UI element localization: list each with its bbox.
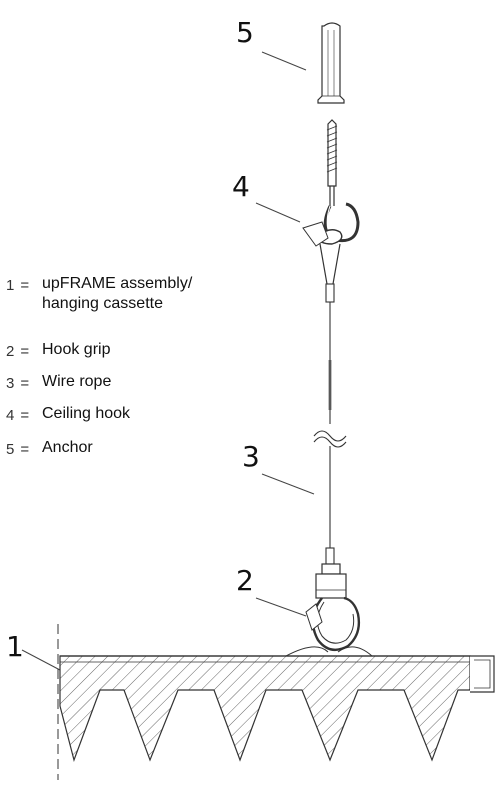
upframe-assembly-drawing <box>57 624 495 780</box>
leader-anchor <box>261 51 307 71</box>
leader-upframe <box>21 649 61 671</box>
legend-label: upFRAME assembly/ hanging cassette <box>42 275 193 312</box>
legend-item-upframe-assembly: 1 = upFRAME assembly/ hanging cassette <box>6 274 242 314</box>
hook-grip-drawing <box>285 563 373 657</box>
legend-equals: = <box>20 441 30 458</box>
callout-hook-grip-number: 2 <box>236 564 254 597</box>
leader-ceiling-hook <box>255 202 301 223</box>
legend-equals: = <box>20 407 30 424</box>
legend-label: Anchor <box>42 439 93 456</box>
legend-label: Wire rope <box>42 373 112 390</box>
leader-wire-rope <box>261 473 315 495</box>
legend-number: 5 <box>6 441 15 458</box>
legend-item-ceiling-hook: 4 = Ceiling hook <box>6 404 242 426</box>
wire-rope-drawing <box>313 283 347 565</box>
legend-equals: = <box>20 277 30 294</box>
legend-item-wire-rope: 3 = Wire rope <box>6 372 242 394</box>
legend-number: 2 <box>6 343 15 360</box>
leader-lines <box>21 51 315 671</box>
legend-label: Hook grip <box>42 341 111 358</box>
callout-wire-rope-number: 3 <box>242 440 260 473</box>
legend-item-anchor: 5 = Anchor <box>6 438 242 460</box>
legend-equals: = <box>20 343 30 360</box>
callout-ceiling-hook-number: 4 <box>232 170 250 203</box>
legend-equals: = <box>20 375 30 392</box>
ceiling-hook-drawing <box>302 119 360 285</box>
leader-hook-grip <box>255 597 307 617</box>
callout-anchor-number: 5 <box>236 16 254 49</box>
callout-upframe-number: 1 <box>6 630 24 663</box>
anchor-drawing <box>317 22 345 104</box>
legend-label: Ceiling hook <box>42 405 131 422</box>
legend-item-hook-grip: 2 = Hook grip <box>6 340 242 362</box>
legend-number: 3 <box>6 375 15 392</box>
legend-number: 1 <box>6 277 15 294</box>
legend-number: 4 <box>6 407 15 424</box>
